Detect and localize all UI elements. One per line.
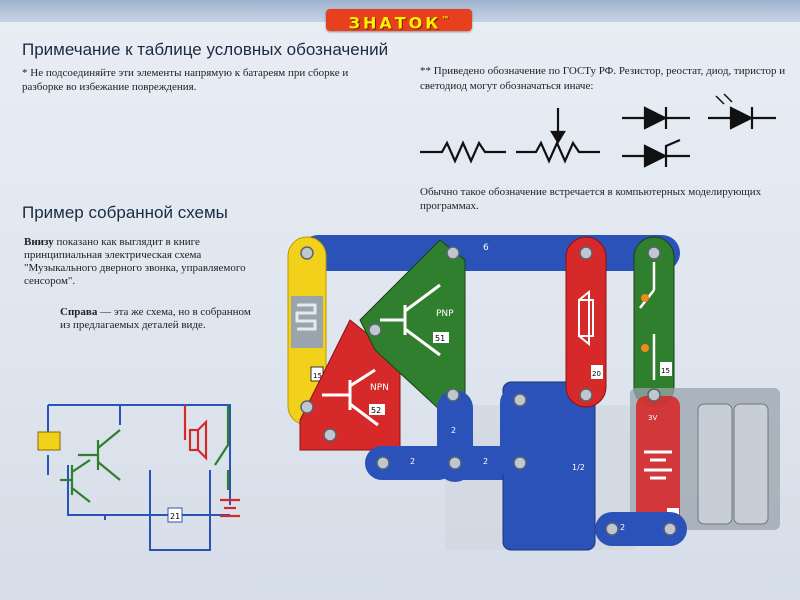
svg-text:2: 2 <box>451 426 456 435</box>
wire-horizontal-b: 2 <box>365 446 455 480</box>
thyristor-symbol <box>622 138 690 168</box>
npn-transistor: NPN 52 <box>299 319 401 451</box>
example-right-description: Справа — эта же схема, но в собранном из… <box>60 306 251 331</box>
npn-label: NPN <box>370 383 389 393</box>
npn-num: 52 <box>371 406 381 415</box>
speaker-component: 20 <box>565 236 607 408</box>
note-warning: * Не подсоединяйте эти элементы напрямую… <box>22 67 349 93</box>
yellow-component: 15 <box>287 236 327 426</box>
wire-top-num: 6 <box>483 243 489 253</box>
svg-text:2: 2 <box>620 523 625 532</box>
wire-bottom: 2 <box>595 512 687 546</box>
svg-text:3V: 3V <box>648 414 657 422</box>
svg-text:20: 20 <box>592 370 601 378</box>
wire-vertical-d <box>500 386 534 482</box>
note-gost: ** Приведено обозначение по ГОСТу РФ. Ре… <box>420 65 786 92</box>
svg-text:1/2: 1/2 <box>572 463 585 472</box>
resistor-symbol <box>420 140 506 164</box>
svg-text:2: 2 <box>483 457 488 466</box>
example-description: Внизу показано как выглядит в книге прин… <box>24 236 246 287</box>
schematic-ic-num: 21 <box>170 512 180 521</box>
note-software: Обычно такое обозначение встречается в к… <box>420 186 762 212</box>
svg-text:2: 2 <box>410 457 415 466</box>
yellow-num: 15 <box>313 372 322 380</box>
brand-logo: ЗНАТОК™ <box>326 9 472 32</box>
section-title-legend: Примечание к таблице условных обозначени… <box>22 40 389 59</box>
section-title-example: Пример собранной схемы <box>22 203 228 222</box>
diode-symbol <box>622 106 690 130</box>
rheostat-symbol <box>516 140 600 164</box>
svg-text:15: 15 <box>661 367 670 375</box>
led-symbol <box>708 93 776 130</box>
switch-component: 15 <box>633 236 675 408</box>
pnp-label: PNP <box>436 309 454 319</box>
pnp-num: 51 <box>435 334 445 343</box>
